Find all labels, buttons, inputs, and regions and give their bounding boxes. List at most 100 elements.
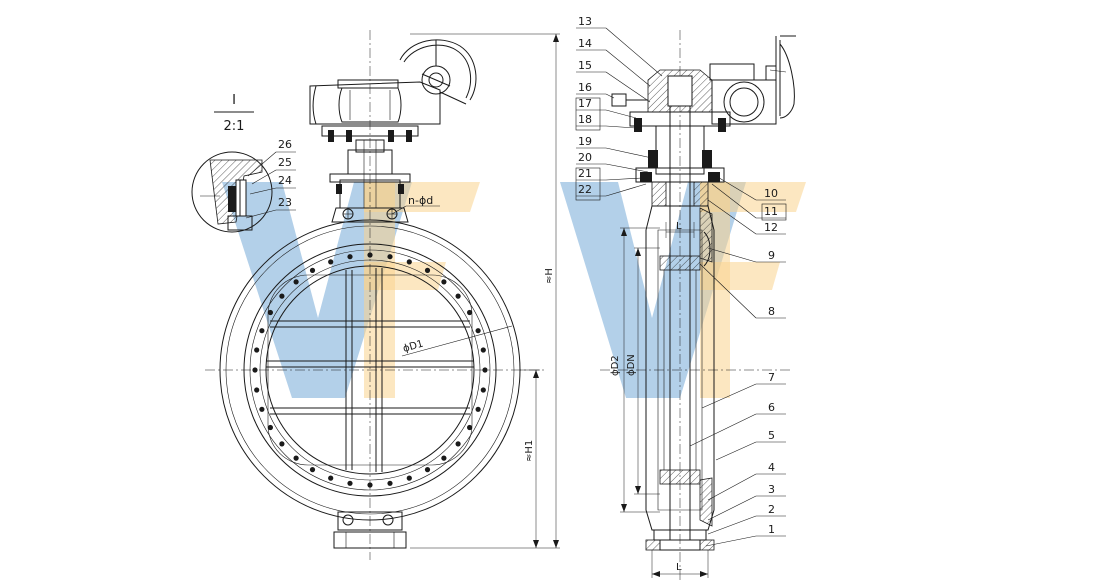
bolt-hole xyxy=(482,367,488,373)
detail-part-26: 26 xyxy=(278,138,292,151)
watermark-v-right xyxy=(560,182,746,398)
detail-part-25: 25 xyxy=(278,156,292,169)
bolt-hole xyxy=(267,309,273,316)
watermark-v-left xyxy=(222,182,412,398)
section-top-housing xyxy=(611,69,731,132)
part-12: 12 xyxy=(764,221,778,234)
bolt-hole xyxy=(387,480,393,486)
part-20: 20 xyxy=(578,151,592,164)
bolt-hole xyxy=(367,252,373,258)
dim-flange-diameter: ϕD1 xyxy=(402,339,425,355)
bolt-hole xyxy=(267,424,273,431)
bolt-hole xyxy=(441,279,447,285)
part-2: 2 xyxy=(768,503,775,516)
bolt-hole xyxy=(467,309,473,316)
section-body xyxy=(645,205,715,531)
part-9: 9 xyxy=(768,249,775,262)
bolt-hole xyxy=(293,455,299,461)
callout-box-11 xyxy=(761,203,787,221)
left-callouts: 13 14 15 16 17 18 19 20 21 22 xyxy=(576,15,663,197)
section-gearbox xyxy=(709,35,796,125)
section-view: ϕD2 ϕDN L L xyxy=(600,30,796,580)
part-16: 16 xyxy=(578,81,592,94)
part-6: 6 xyxy=(768,401,775,414)
bolt-hole xyxy=(328,475,334,481)
bolt-hole xyxy=(455,293,461,299)
bottom-lug xyxy=(333,511,407,549)
bolt-hole xyxy=(455,441,461,447)
part-13: 13 xyxy=(578,15,592,28)
bolt-hole xyxy=(279,441,285,447)
detail-part-24: 24 xyxy=(278,174,292,187)
bolt-hole xyxy=(367,482,373,488)
bolt-hole xyxy=(480,387,486,393)
part-4: 4 xyxy=(768,461,775,474)
part-8: 8 xyxy=(768,305,775,318)
watermark-f2-mid xyxy=(700,262,780,290)
callout-box-21-22 xyxy=(575,167,601,201)
bolt-hole xyxy=(259,406,265,412)
bolt-hole xyxy=(406,475,412,481)
dim-height-lower: ≈H1 xyxy=(524,440,535,462)
watermark-f-stem xyxy=(364,182,395,398)
bolt-hole xyxy=(424,467,431,473)
actuator-bracket xyxy=(321,125,419,209)
bolt-hole xyxy=(254,387,260,393)
part-10: 10 xyxy=(764,187,778,200)
part-18: 18 xyxy=(578,113,592,126)
detail-i xyxy=(191,151,273,233)
right-callouts: 10 11 12 9 8 7 6 5 4 3 2 1 xyxy=(689,175,786,547)
bolt-hole xyxy=(259,328,265,334)
section-stem xyxy=(669,106,691,540)
section-bottom xyxy=(645,529,715,551)
bolt-hole xyxy=(254,347,260,353)
bolt-hole xyxy=(293,279,299,285)
part-21: 21 xyxy=(578,167,592,180)
top-lug xyxy=(331,207,409,223)
part-5: 5 xyxy=(768,429,775,442)
part-11: 11 xyxy=(764,205,778,218)
bolt-hole xyxy=(480,347,486,353)
callout-box-17-18 xyxy=(575,97,601,131)
watermark-f2-top xyxy=(700,182,806,212)
part-17: 17 xyxy=(578,97,592,110)
bolt-hole xyxy=(467,424,473,431)
gearbox xyxy=(309,39,477,125)
section-neck xyxy=(635,125,725,207)
detail-scale: 2:1 xyxy=(224,119,245,134)
front-view: I 2:1 26 25 24 23 n-ϕd ϕD1 ≈H ≈H1 xyxy=(191,30,560,560)
part-19: 19 xyxy=(578,135,592,148)
bolt-hole xyxy=(441,455,447,461)
disc-ribs xyxy=(266,268,474,472)
part-22: 22 xyxy=(578,183,592,196)
dim-length-bottom: L xyxy=(676,562,682,573)
part-14: 14 xyxy=(578,37,592,50)
bolt-hole xyxy=(279,293,285,299)
detail-label-i: I xyxy=(232,93,236,108)
bolt-hole xyxy=(347,480,353,486)
dim-bolt-holes: n-ϕd xyxy=(408,194,433,207)
watermark-logo xyxy=(222,182,806,398)
dim-height-total: ≈H xyxy=(544,268,555,284)
bolt-hole xyxy=(424,267,431,273)
detail-part-23: 23 xyxy=(278,196,292,209)
part-1: 1 xyxy=(768,523,775,536)
bolt-hole xyxy=(252,367,258,373)
part-15: 15 xyxy=(578,59,592,72)
bolt-hole xyxy=(406,259,412,265)
part-3: 3 xyxy=(768,483,775,496)
bolt-hole xyxy=(475,406,481,412)
part-7: 7 xyxy=(768,371,775,384)
bolt-hole xyxy=(309,467,316,473)
dim-d2: ϕD2 xyxy=(610,355,621,376)
dim-length-top: L xyxy=(676,221,682,232)
watermark-f-top xyxy=(364,182,480,212)
bolt-hole xyxy=(309,267,316,273)
bolt-hole xyxy=(387,254,393,260)
flange-bolt-holes xyxy=(252,252,488,488)
bolt-hole xyxy=(347,254,353,260)
dim-dn: ϕDN xyxy=(626,354,637,376)
bolt-hole xyxy=(475,328,481,334)
